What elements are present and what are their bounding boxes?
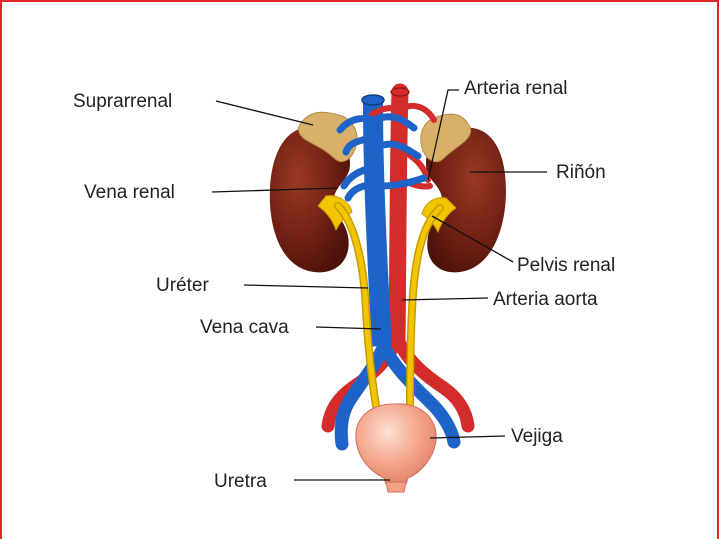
label-ureter: Uréter [156, 275, 209, 296]
label-uretra: Uretra [214, 471, 267, 492]
bladder [356, 404, 436, 484]
label-arteria-renal: Arteria renal [464, 78, 568, 99]
aorta-opening [391, 88, 409, 96]
label-arteria-aorta: Arteria aorta [493, 289, 598, 310]
urethra [386, 482, 406, 492]
label-vena-cava: Vena cava [200, 317, 289, 338]
label-suprarrenal: Suprarrenal [73, 91, 172, 112]
label-rinon: Riñón [556, 162, 606, 183]
vena-cava-opening [362, 95, 384, 105]
label-vena-renal: Vena renal [84, 182, 175, 203]
label-vejiga: Vejiga [511, 426, 563, 447]
label-pelvis-renal: Pelvis renal [517, 255, 615, 276]
aorta-vessel [397, 92, 400, 340]
